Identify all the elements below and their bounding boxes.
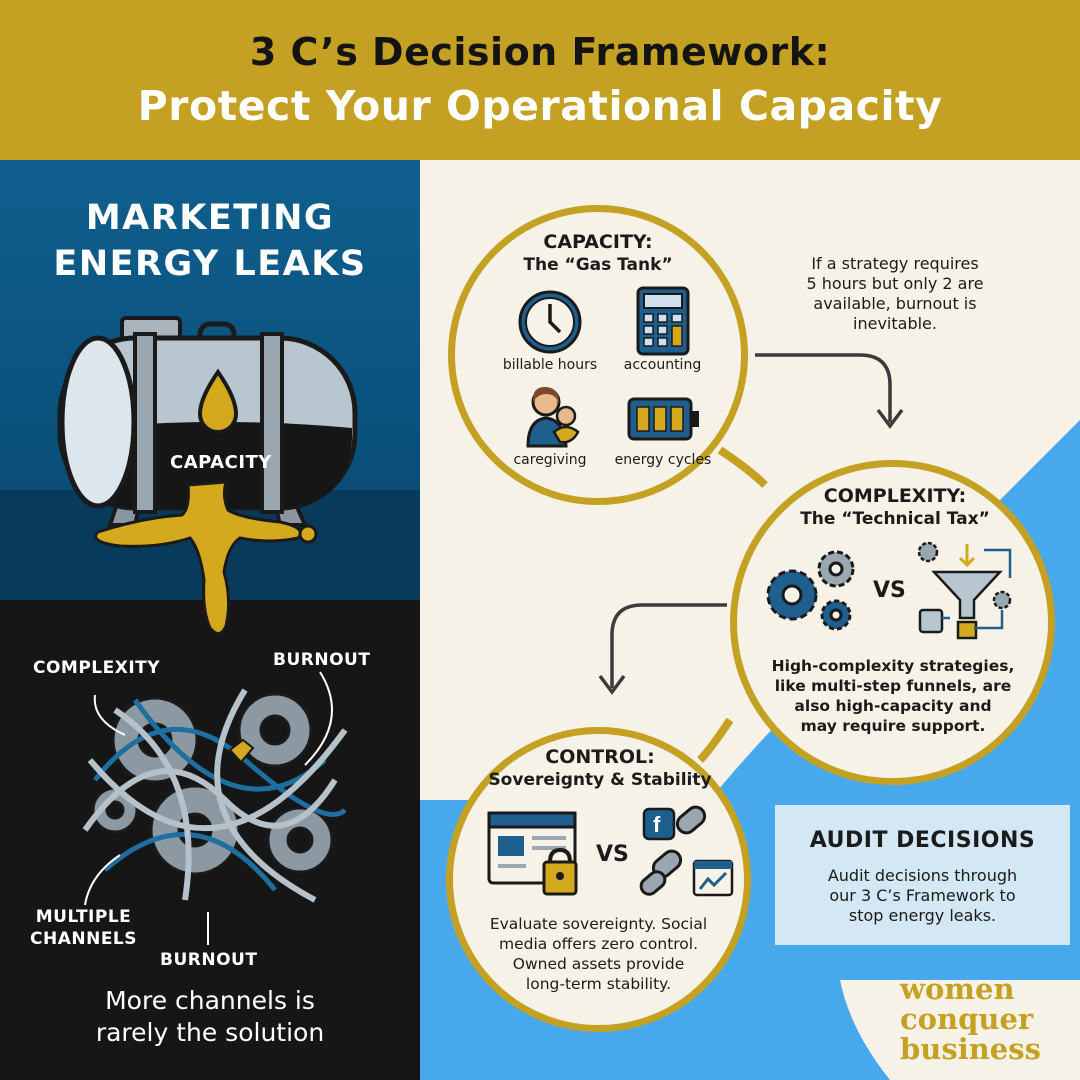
control-subtitle: Sovereignty & Stability bbox=[488, 770, 712, 790]
brand-word-1: women bbox=[900, 972, 1015, 1006]
complexity-circle bbox=[730, 460, 1055, 785]
leaking-tank-illustration bbox=[57, 316, 358, 635]
header-banner: 3 C’s Decision Framework: Protect Your O… bbox=[0, 0, 1080, 160]
complexity-title: COMPLEXITY: The “Technical Tax” bbox=[770, 484, 1020, 530]
multiple-channels-label: MULTIPLE CHANNELS bbox=[30, 906, 137, 950]
energy-leaks-title-line2: ENERGY LEAKS bbox=[53, 244, 367, 284]
header-title-line1: 3 C’s Decision Framework: bbox=[249, 30, 831, 74]
funnel-diagram-icon bbox=[917, 541, 1012, 640]
header-title-line2: Protect Your Operational Capacity bbox=[137, 82, 943, 130]
complexity-vs: VS bbox=[873, 578, 906, 603]
facebook-letter: f bbox=[653, 812, 661, 837]
capacity-note-line2: 5 hours but only 2 are bbox=[806, 274, 984, 293]
clock-icon bbox=[518, 290, 582, 354]
caregiving-label: caregiving bbox=[513, 452, 587, 468]
control-text-line1: Evaluate sovereignty. Social bbox=[489, 915, 708, 933]
left-caption-line2: rarely the solution bbox=[95, 1018, 325, 1047]
capacity-note-line1: If a strategy requires bbox=[811, 254, 979, 273]
circle-connectors bbox=[598, 353, 904, 763]
multiple-channels-line1: MULTIPLE bbox=[35, 907, 132, 927]
website-lock-icon bbox=[487, 811, 578, 896]
audit-title: AUDIT DECISIONS bbox=[809, 828, 1036, 853]
control-title-text: CONTROL: bbox=[545, 746, 655, 768]
control-text: Evaluate sovereignty. Social media offer… bbox=[476, 914, 721, 994]
capacity-circle bbox=[448, 205, 748, 505]
control-vs: VS bbox=[596, 842, 629, 867]
brand-word-3: business bbox=[900, 1032, 1041, 1066]
billable-hours-label: billable hours bbox=[502, 357, 598, 373]
energy-leaks-title: MARKETING ENERGY LEAKS bbox=[0, 195, 420, 287]
audit-box bbox=[775, 805, 1070, 945]
capacity-subtitle: The “Gas Tank” bbox=[523, 255, 673, 275]
audit-text-line1: Audit decisions through bbox=[827, 866, 1018, 885]
left-caption-line1: More channels is bbox=[105, 986, 315, 1015]
capacity-note-line3: available, burnout is bbox=[813, 294, 977, 313]
complexity-text-line4: may require support. bbox=[800, 717, 986, 735]
gears-icon bbox=[766, 550, 855, 631]
brand-logo: women conquer business bbox=[900, 974, 1070, 1064]
broken-chain-social-icon bbox=[639, 805, 734, 897]
complexity-text: High-complexity strategies, like multi-s… bbox=[762, 656, 1024, 736]
complexity-label: COMPLEXITY bbox=[33, 658, 161, 678]
left-caption: More channels is rarely the solution bbox=[40, 985, 380, 1049]
left-leader-lines bbox=[84, 671, 333, 945]
burnout-label-bottom: BURNOUT bbox=[160, 950, 258, 970]
tangled-gears-illustration bbox=[82, 688, 348, 903]
audit-text-line3: stop energy leaks. bbox=[848, 906, 997, 925]
audit-text: Audit decisions through our 3 C’s Framew… bbox=[790, 866, 1055, 926]
capacity-note: If a strategy requires 5 hours but only … bbox=[780, 254, 1010, 334]
capacity-title-text: CAPACITY: bbox=[543, 231, 653, 253]
energy-cycles-label: energy cycles bbox=[614, 452, 712, 468]
control-title: CONTROL: Sovereignty & Stability bbox=[470, 745, 730, 791]
complexity-subtitle: The “Technical Tax” bbox=[800, 509, 990, 529]
caregiver-icon bbox=[526, 386, 580, 448]
control-text-line3: Owned assets provide bbox=[512, 955, 685, 973]
control-text-line2: media offers zero control. bbox=[498, 935, 699, 953]
accounting-label: accounting bbox=[623, 357, 702, 373]
battery-icon bbox=[627, 397, 699, 441]
multiple-channels-line2: CHANNELS bbox=[30, 929, 138, 949]
complexity-text-line3: also high-capacity and bbox=[794, 697, 992, 715]
complexity-text-line1: High-complexity strategies, bbox=[771, 657, 1015, 675]
tank-capacity-label: CAPACITY bbox=[170, 452, 272, 473]
complexity-text-line2: like multi-step funnels, are bbox=[774, 677, 1012, 695]
energy-leaks-title-line1: MARKETING bbox=[85, 198, 335, 238]
control-text-line4: long-term stability. bbox=[525, 975, 672, 993]
calculator-icon bbox=[636, 286, 690, 356]
capacity-note-line4: inevitable. bbox=[853, 314, 937, 333]
brand-word-2: conquer bbox=[900, 1002, 1034, 1036]
complexity-title-text: COMPLEXITY: bbox=[823, 485, 967, 507]
capacity-title: CAPACITY: The “Gas Tank” bbox=[478, 230, 718, 276]
burnout-label-top: BURNOUT bbox=[273, 650, 371, 670]
audit-text-line2: our 3 C’s Framework to bbox=[829, 886, 1016, 905]
